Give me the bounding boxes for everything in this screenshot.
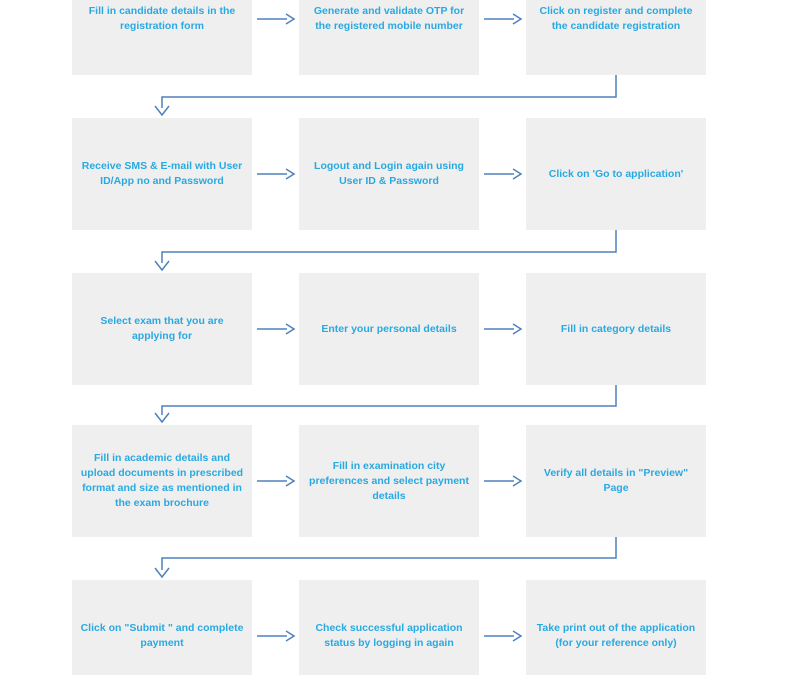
flow-step-r3-c1: Select exam that you are applying for [72,273,252,385]
flow-step-r1-c2: Generate and validate OTP for the regist… [299,0,479,75]
flow-step-label: Check successful application status by l… [315,622,463,649]
flow-step-r3-c2: Enter your personal details [299,273,479,385]
flow-step-label: Take print out of the application (for y… [536,622,696,649]
arrow-right-icon [257,323,296,335]
flow-step-label: Logout and Login again using User ID & P… [314,160,464,187]
flow-step-label: Verify all details in "Preview" Page [543,467,689,494]
flow-step-r5-c3: Take print out of the application (for y… [526,580,706,675]
flow-step-label: Click on 'Go to application' [548,167,684,180]
elbow-arrow-down-icon [154,230,617,272]
flow-step-label: Fill in category details [560,322,672,335]
flow-step-r4-c2: Fill in examination city preferences and… [299,425,479,537]
flow-step-r3-c3: Fill in category details [526,273,706,385]
flow-step-r5-c1: Click on "Submit " and complete payment [72,580,252,675]
arrow-right-icon [484,13,523,25]
flow-step-label: Receive SMS & E-mail with User ID/App no… [81,160,243,187]
flow-step-r5-c2: Check successful application status by l… [299,580,479,675]
flow-step-label: Fill in candidate details in the registr… [88,5,236,32]
flow-step-r2-c1: Receive SMS & E-mail with User ID/App no… [72,118,252,230]
arrow-right-icon [257,630,296,642]
arrow-right-icon [484,630,523,642]
flow-step-r1-c3: Click on register and complete the candi… [526,0,706,75]
arrow-right-icon [484,475,523,487]
flow-step-label: Click on "Submit " and complete payment [80,622,244,649]
arrow-right-icon [484,168,523,180]
flow-step-r2-c3: Click on 'Go to application' [526,118,706,230]
flow-step-r1-c1: Fill in candidate details in the registr… [72,0,252,75]
elbow-arrow-down-icon [154,385,617,424]
flow-step-label: Fill in examination city preferences and… [309,459,469,502]
flow-step-r4-c1: Fill in academic details and upload docu… [72,425,252,537]
elbow-arrow-down-icon [154,75,617,117]
flow-step-r2-c2: Logout and Login again using User ID & P… [299,118,479,230]
arrow-right-icon [257,168,296,180]
flow-step-label: Click on register and complete the candi… [539,5,693,32]
arrow-right-icon [257,13,296,25]
flow-step-label: Enter your personal details [321,322,457,335]
elbow-arrow-down-icon [154,537,617,579]
flow-step-label: Fill in academic details and upload docu… [80,452,244,509]
arrow-right-icon [257,475,296,487]
flow-step-label: Generate and validate OTP for the regist… [313,5,465,32]
flow-step-label: Select exam that you are applying for [100,315,224,342]
arrow-right-icon [484,323,523,335]
flow-step-r4-c3: Verify all details in "Preview" Page [526,425,706,537]
